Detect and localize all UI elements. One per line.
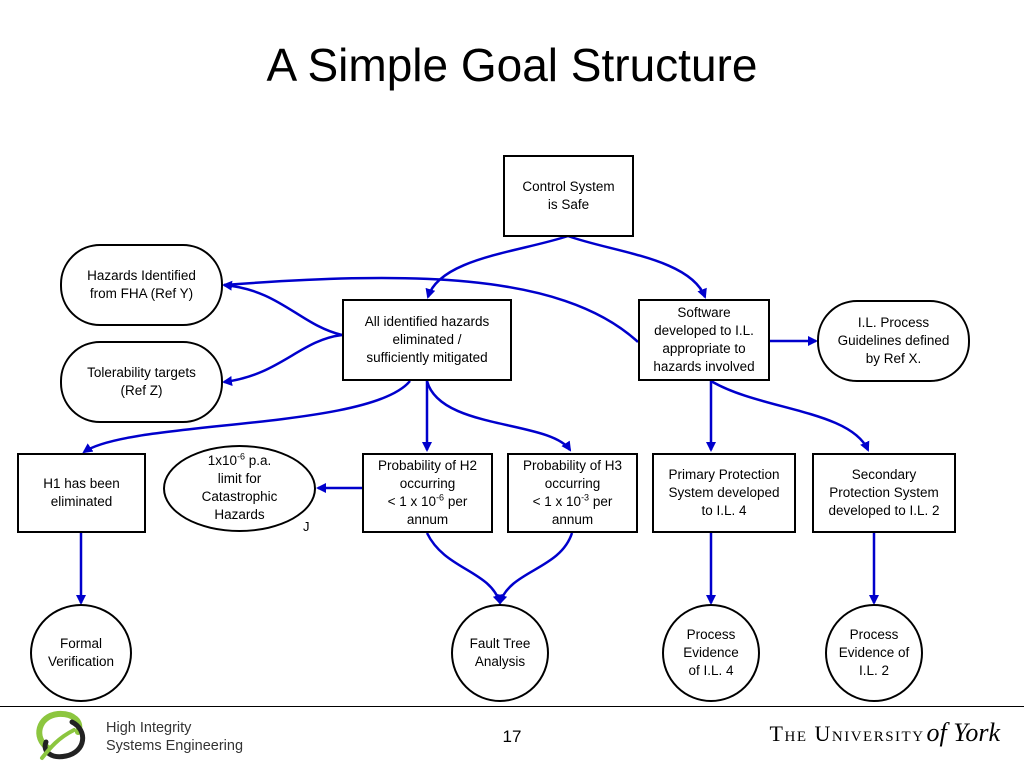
goal-probability-h2: Probability of H2 occurring < 1 x 10-6 p… — [362, 453, 493, 533]
goal-software-developed: Software developed to I.L. appropriate t… — [638, 299, 770, 381]
goal-h1-eliminated: H1 has been eliminated — [17, 453, 146, 533]
goal-primary-protection: Primary Protection System developed to I… — [652, 453, 796, 533]
solution-process-evidence-il2: Process Evidence of I.L. 2 — [825, 604, 923, 702]
solution-formal-verification: Formal Verification — [30, 604, 132, 702]
footer-divider — [0, 706, 1024, 707]
edge-software-secondary — [710, 379, 870, 452]
edge-hazards-tol — [222, 333, 343, 386]
context-il-process-guidelines: I.L. Process Guidelines defined by Ref X… — [817, 300, 970, 382]
edge-h3-fta — [497, 532, 574, 605]
edge-root-hazards — [425, 234, 569, 299]
hise-logo-line1: High Integrity — [106, 720, 192, 736]
goal-control-system-safe: Control System is Safe — [503, 155, 634, 237]
hise-logo: High Integrity Systems Engineering — [28, 708, 268, 764]
hise-logo-line2: Systems Engineering — [106, 738, 244, 754]
context-hazards-identified: Hazards Identified from FHA (Ref Y) — [60, 244, 223, 326]
slide-title: A Simple Goal Structure — [266, 39, 758, 91]
york-logo-text: The University — [769, 721, 925, 746]
hise-logo-icon — [36, 710, 85, 760]
edge-software-fha — [223, 276, 639, 343]
edge-hazards-fha — [222, 280, 343, 337]
justification-label: J — [303, 519, 310, 534]
goal-probability-h3: Probability of H3 occurring < 1 x 10-3 p… — [507, 453, 638, 533]
page-number: 17 — [502, 727, 522, 746]
context-tolerability-targets: Tolerability targets (Ref Z) — [60, 341, 223, 423]
solution-process-evidence-il4: Process Evidence of I.L. 4 — [662, 604, 760, 702]
goal-all-hazards-mitigated: All identified hazards eliminated / suff… — [342, 299, 512, 381]
justification-limit: 1x10-6 p.a. limit for Catastrophic Hazar… — [163, 445, 316, 532]
york-logo-script: of York — [926, 718, 1000, 747]
solution-fault-tree-analysis: Fault Tree Analysis — [451, 604, 549, 702]
goal-secondary-protection: Secondary Protection System developed to… — [812, 453, 956, 533]
university-of-york-logo: The University of York — [770, 718, 1000, 752]
edge-h2-fta — [425, 532, 503, 605]
edge-root-software — [567, 234, 707, 299]
edge-hazards-h3 — [425, 380, 572, 452]
edge-hazards-h1 — [82, 380, 411, 454]
